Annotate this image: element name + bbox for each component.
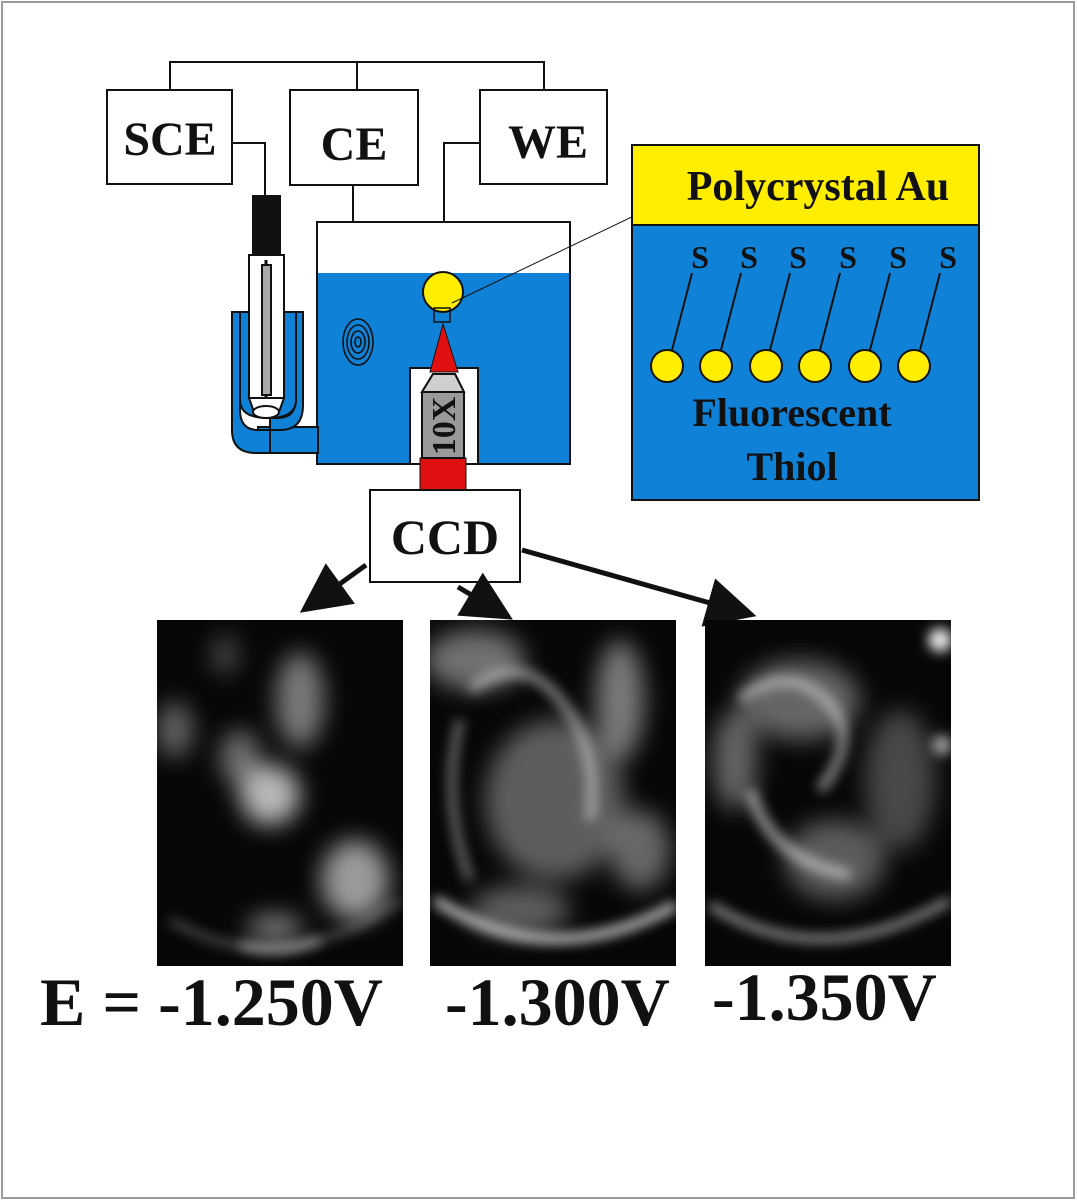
sulfur-atom: S xyxy=(691,239,709,275)
ccd-label: CCD xyxy=(391,509,499,565)
arrow-to-image-3 xyxy=(521,547,757,627)
fluorescence-image-2 xyxy=(430,620,676,966)
we-electrode xyxy=(422,214,637,323)
sulfur-atom: S xyxy=(740,239,758,275)
objective-lens: 10X xyxy=(420,373,466,459)
fluorescence-image-3 xyxy=(705,620,951,966)
potential-prefix: E = xyxy=(40,964,158,1040)
gold-surface-label: Polycrystal Au xyxy=(687,164,949,210)
we-label: WE xyxy=(508,116,588,169)
thiol-molecule: S xyxy=(650,239,709,383)
potential-label-1: E = -1.250V xyxy=(40,964,383,1040)
sulfur-atom: S xyxy=(789,239,807,275)
sulfur-atom: S xyxy=(839,239,857,275)
sce-label: SCE xyxy=(123,113,216,166)
thiol-molecule: S xyxy=(848,239,907,383)
arrow-to-image-2 xyxy=(456,572,513,620)
inset-monolayer: Polycrystal Au S S S S xyxy=(631,144,980,501)
ce-coil xyxy=(342,318,374,366)
potential-value-2: -1.300V xyxy=(445,964,670,1040)
ce-box: CE xyxy=(289,89,419,186)
ce-label: CE xyxy=(321,118,388,171)
ccd-box: CCD xyxy=(369,489,521,583)
sulfur-atom: S xyxy=(939,239,957,275)
arrow-to-image-1 xyxy=(299,562,368,613)
laser-beam xyxy=(419,322,467,493)
inset-caption-line1: Fluorescent xyxy=(692,390,892,435)
objective-label: 10X xyxy=(426,396,463,455)
thiol-molecules: S S S S S xyxy=(650,239,957,383)
thiol-molecule: S xyxy=(749,239,807,383)
thiol-molecule: S xyxy=(699,239,758,383)
inset-caption-line2: Thiol xyxy=(746,444,837,489)
thiol-molecule: S xyxy=(798,239,857,383)
sce-box: SCE xyxy=(106,89,233,185)
sce-electrode xyxy=(247,195,286,419)
we-box: WE xyxy=(479,89,608,185)
thiol-molecule: S xyxy=(897,239,957,383)
potential-value-1: -1.250V xyxy=(158,964,383,1040)
gold-surface xyxy=(631,144,980,226)
ccd-arrows xyxy=(299,547,757,627)
potential-value-3: -1.350V xyxy=(712,959,937,1035)
fluorescence-image-1 xyxy=(157,620,403,966)
sulfur-atom: S xyxy=(889,239,907,275)
potential-labels: E = -1.250V -1.300V -1.350V xyxy=(40,959,937,1040)
